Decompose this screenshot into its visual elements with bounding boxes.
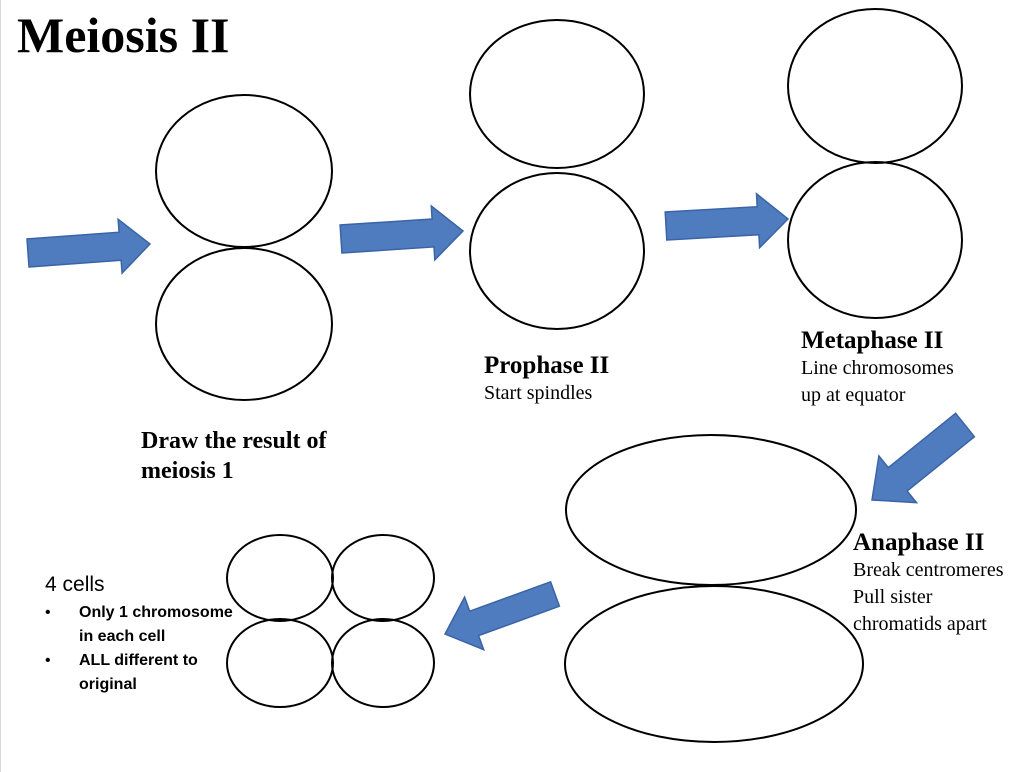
metaphase-cell-bottom bbox=[787, 161, 963, 319]
result-heading: 4 cells bbox=[45, 573, 105, 596]
result-cell-bottom-right bbox=[331, 618, 435, 708]
page-title: Meiosis II bbox=[17, 7, 230, 63]
metaphase-description-line: up at equator bbox=[801, 384, 906, 406]
arrow-to-prophase bbox=[339, 204, 465, 262]
result-bullet-list: • Only 1 chromosome in each cell • ALL d… bbox=[45, 601, 235, 697]
result-cell-top-left bbox=[226, 534, 334, 622]
meiosis1-result-label: Draw the result of meiosis 1 bbox=[141, 428, 327, 484]
arrow-to-metaphase bbox=[664, 192, 790, 250]
anaphase-description-line: chromatids apart bbox=[853, 613, 987, 635]
result-summary: 4 cells • Only 1 chromosome in each cell… bbox=[45, 571, 235, 697]
result-bullet-text: ALL different to original bbox=[79, 652, 198, 693]
anaphase-cell-top bbox=[565, 434, 857, 586]
result-cell-top-right bbox=[331, 534, 435, 622]
arrow-into-meiosis1-result bbox=[26, 217, 152, 275]
anaphase-heading: Anaphase II bbox=[853, 529, 985, 556]
prophase-cell-bottom bbox=[469, 172, 645, 330]
metaphase-description-line: Line chromosomes bbox=[801, 357, 954, 379]
result-bullet-item: • ALL different to original bbox=[45, 649, 235, 697]
anaphase-label: Anaphase II Break centromeres Pull siste… bbox=[853, 529, 1003, 638]
prophase-cell-top bbox=[469, 19, 645, 169]
bullet-dot-icon: • bbox=[45, 604, 51, 621]
result-cell-bottom-left bbox=[226, 618, 334, 708]
anaphase-cell-bottom bbox=[564, 585, 864, 743]
result-bullet-text: Only 1 chromosome in each cell bbox=[79, 604, 233, 645]
result-bullet-item: • Only 1 chromosome in each cell bbox=[45, 601, 235, 649]
bullet-dot-icon: • bbox=[45, 652, 51, 669]
meiosis1-cell-bottom bbox=[155, 247, 333, 401]
prophase-label: Prophase II Start spindles bbox=[484, 352, 609, 407]
meiosis1-cell-top bbox=[155, 94, 333, 248]
arrow-to-four-cells bbox=[443, 580, 561, 652]
metaphase-label: Metaphase II Line chromosomes up at equa… bbox=[801, 327, 954, 409]
prophase-heading: Prophase II bbox=[484, 352, 610, 379]
anaphase-description-line: Pull sister bbox=[853, 586, 933, 608]
arrow-to-anaphase bbox=[871, 412, 976, 504]
metaphase-cell-top bbox=[787, 8, 963, 164]
prophase-description: Start spindles bbox=[484, 382, 593, 404]
anaphase-description-line: Break centromeres bbox=[853, 559, 1004, 581]
metaphase-heading: Metaphase II bbox=[801, 327, 944, 354]
